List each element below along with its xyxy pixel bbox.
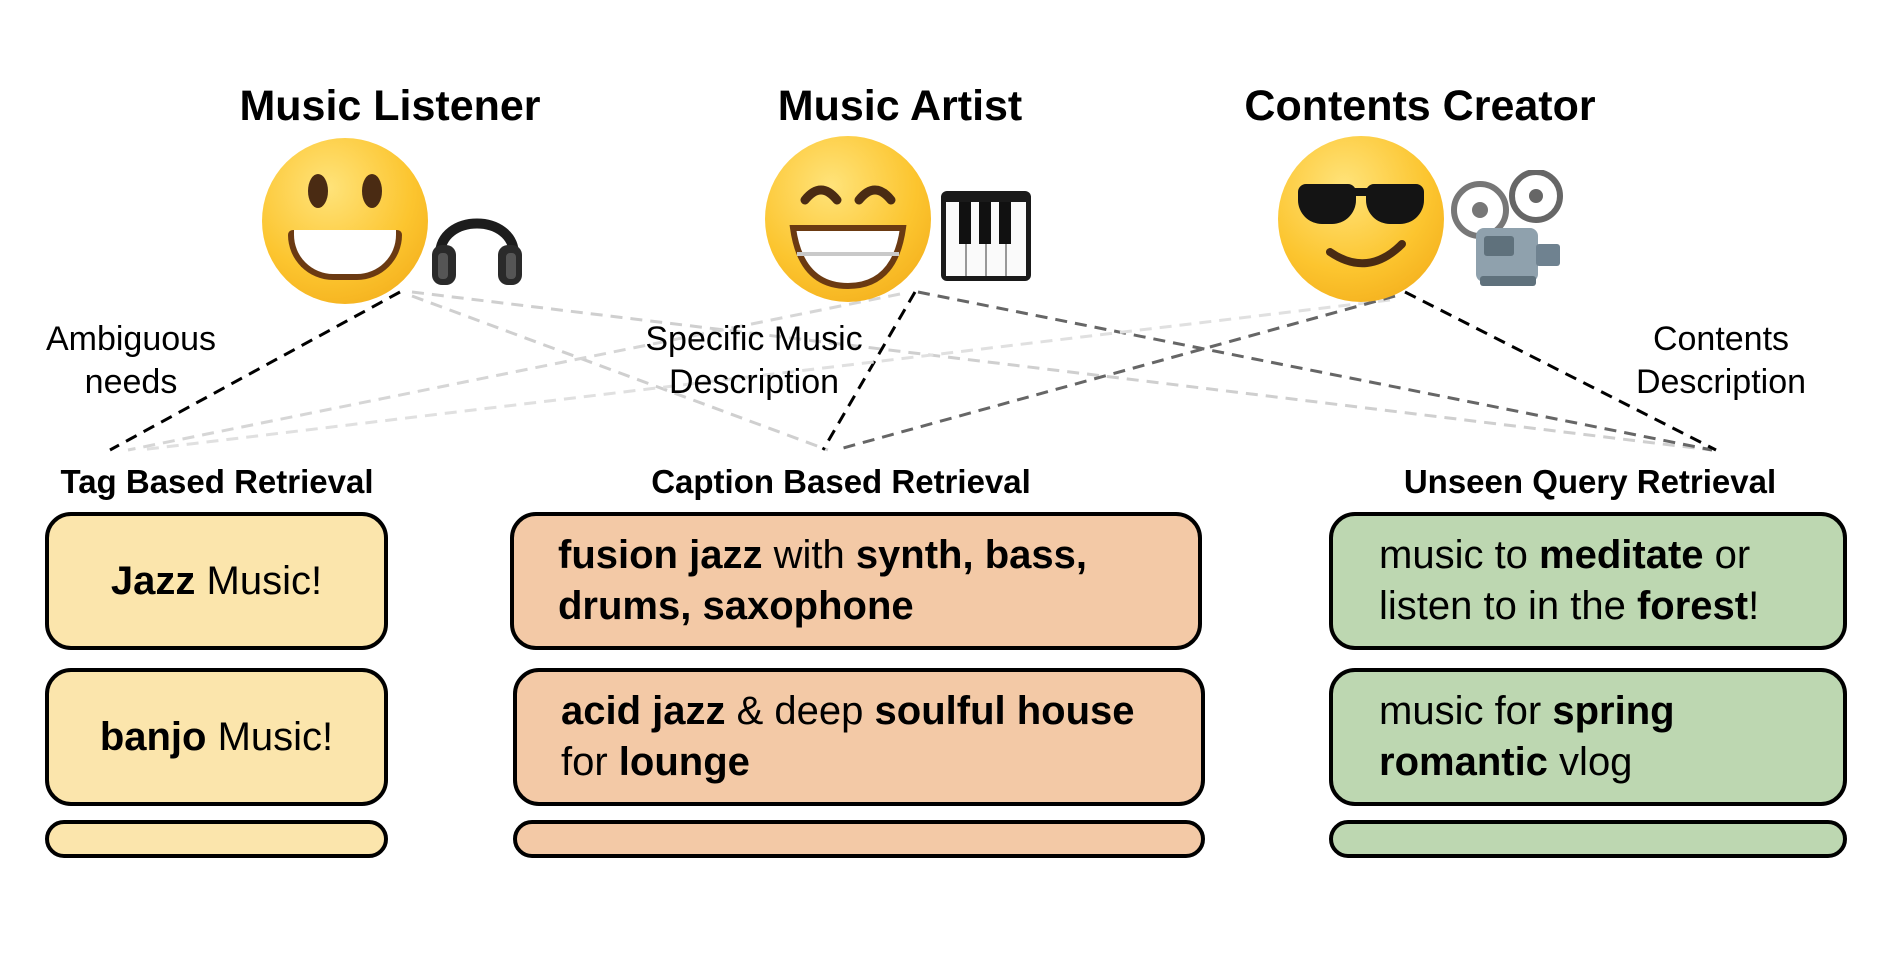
sunglasses-face-icon (1278, 136, 1444, 302)
beaming-face-icon (765, 136, 931, 302)
query-box-placeholder (45, 820, 388, 858)
film-projector-icon (1451, 170, 1563, 286)
query-text: banjo Music! (49, 672, 384, 802)
query-keyword: banjo (99, 714, 207, 759)
query-box-unseen: music to meditate or listen to in the fo… (1329, 512, 1847, 650)
query-text: music for spring romantic vlog (1333, 672, 1843, 802)
line-artist-unseen (917, 290, 1713, 452)
line-artist-caption (821, 291, 917, 451)
line-creator-unseen (1404, 290, 1717, 452)
query-text-run: Music! (206, 714, 334, 759)
query-keyword: Jazz (110, 558, 196, 603)
query-text: acid jazz & deep soulful house for loung… (517, 672, 1201, 802)
headphones-icon (432, 218, 522, 285)
query-text: music to meditate or listen to in the fo… (1333, 516, 1843, 646)
query-text: Jazz Music! (49, 516, 384, 646)
line-listener-unseen (411, 290, 1713, 452)
query-keyword: fusion jazz (558, 533, 763, 577)
query-keyword: forest (1636, 584, 1749, 628)
query-text-run: with (762, 533, 856, 577)
query-box-placeholder (513, 820, 1205, 858)
line-listener-caption (411, 294, 829, 452)
piano-keys-icon (941, 191, 1031, 281)
query-box-tag: Jazz Music! (45, 512, 388, 650)
persona-title-creator: Contents Creator (1244, 82, 1596, 130)
query-text-run: for (561, 740, 619, 784)
query-text-run: ! (1748, 584, 1760, 628)
query-box-unseen: music for spring romantic vlog (1329, 668, 1847, 806)
line-creator-caption (835, 294, 1396, 452)
category-title-caption: Caption Based Retrieval (651, 463, 1031, 500)
query-keyword: synth, bass, drums, saxophone (558, 533, 1088, 628)
category-title-unseen: Unseen Query Retrieval (1403, 463, 1777, 500)
query-text-run: Music! (195, 558, 323, 603)
query-keyword: soulful house (874, 689, 1135, 733)
query-keyword: lounge (618, 740, 750, 784)
persona-title-listener: Music Listener (239, 82, 541, 130)
query-box-tag: banjo Music! (45, 668, 388, 806)
line-listener-tag (109, 290, 401, 452)
query-keyword: spring romantic (1379, 689, 1675, 784)
query-keyword: meditate (1539, 533, 1704, 577)
query-text-run: music to (1379, 533, 1540, 577)
line-artist-tag (127, 292, 901, 452)
query-box-caption: acid jazz & deep soulful house for loung… (513, 668, 1205, 806)
query-text: fusion jazz with synth, bass, drums, sax… (514, 516, 1198, 646)
query-box-placeholder (1329, 820, 1847, 858)
query-text-run: music for (1379, 689, 1553, 733)
query-text-run: & deep (725, 689, 875, 733)
grinning-face-icon (262, 138, 428, 304)
query-text-run: vlog (1547, 740, 1633, 784)
query-box-caption: fusion jazz with synth, bass, drums, sax… (510, 512, 1202, 650)
query-keyword: acid jazz (561, 689, 726, 733)
persona-title-artist: Music Artist (777, 82, 1023, 130)
query-text-run: or listen to in the (1379, 533, 1751, 628)
category-title-tag: Tag Based Retrieval (60, 463, 374, 500)
line-creator-tag (139, 298, 1391, 452)
